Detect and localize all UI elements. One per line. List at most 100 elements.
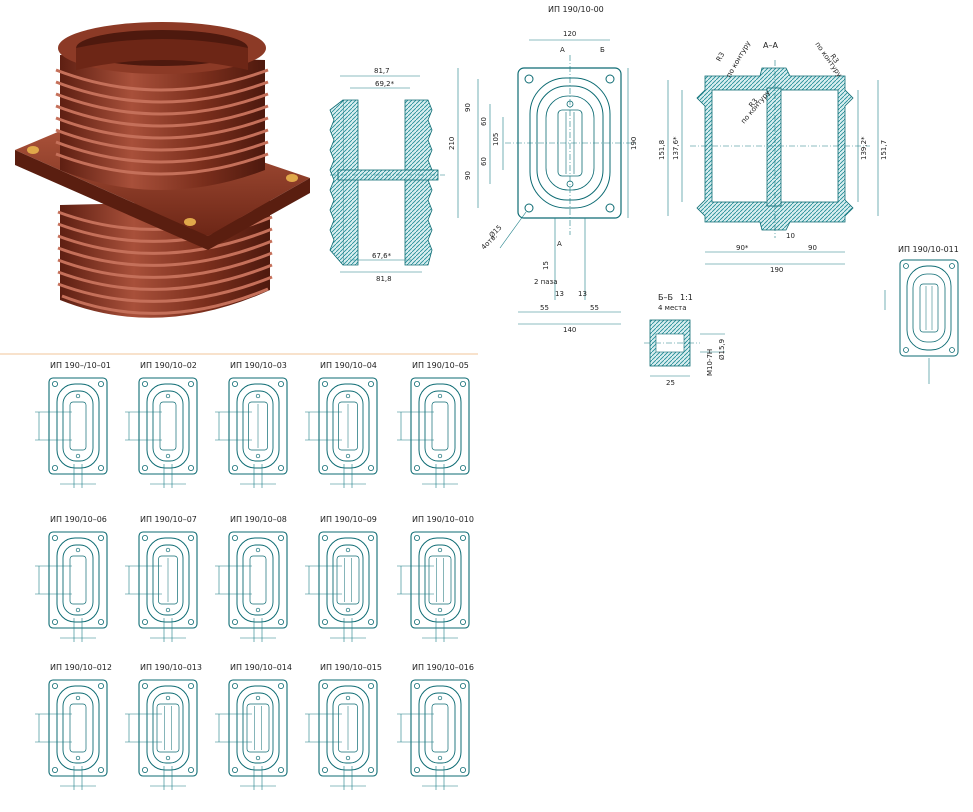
- side-section-view: 81,7 69,2* 67,6* 81,8: [329, 67, 445, 283]
- dim-label: по контуру: [725, 40, 752, 79]
- section-mark: А: [557, 240, 562, 248]
- mounting-hole-icon: [98, 464, 105, 471]
- mounting-hole-icon: [231, 767, 238, 774]
- view-title: ИП 190/10-00: [548, 5, 604, 14]
- mounting-hole-icon: [187, 767, 194, 774]
- mounting-hole-icon: [52, 380, 59, 387]
- mounting-hole-icon: [413, 380, 420, 387]
- dim-label: 90*: [736, 244, 749, 252]
- mounting-hole-icon: [141, 535, 148, 542]
- mounting-hole-icon: [187, 619, 194, 626]
- mounting-hole-icon: [367, 535, 374, 542]
- variant-drawing: ИП 190/10–09: [305, 515, 378, 642]
- dim-label: 15: [542, 261, 550, 270]
- mounting-hole-icon: [367, 380, 374, 387]
- places-label: 4 места: [658, 304, 686, 312]
- mounting-hole-icon: [141, 380, 148, 387]
- mounting-hole-icon: [413, 619, 420, 626]
- mounting-hole-icon: [98, 380, 105, 387]
- dim-label: 13: [578, 290, 587, 298]
- mounting-hole-icon: [524, 74, 534, 84]
- mounting-hole-icon: [98, 767, 105, 774]
- mounting-hole-icon: [459, 619, 466, 626]
- variant-title: ИП 190/10–012: [50, 663, 112, 672]
- variant-title: ИП 190/10–06: [50, 515, 107, 524]
- mounting-hole-icon: [413, 767, 420, 774]
- variant-drawing: ИП 190/10–010: [397, 515, 474, 642]
- upper-ribs: [55, 22, 269, 190]
- variant-title: ИП 190/10–014: [230, 663, 292, 672]
- mounting-hole-icon: [277, 767, 284, 774]
- variant-title: ИП 190/10–07: [140, 515, 197, 524]
- mounting-hole-icon: [367, 619, 374, 626]
- variant-011-view: ИП 190/10-011: [884, 245, 959, 384]
- variant-drawing: ИП 190/10–05: [397, 361, 470, 488]
- mounting-hole-icon: [52, 767, 59, 774]
- dim-label: 105: [492, 133, 500, 146]
- mounting-hole-icon: [321, 767, 328, 774]
- mounting-hole-icon: [52, 619, 59, 626]
- mounting-hole-icon: [524, 203, 534, 213]
- dim-label: 90: [464, 171, 472, 180]
- mounting-hole-icon: [459, 683, 466, 690]
- variant-title: ИП 190/10–013: [140, 663, 202, 672]
- mounting-hole-icon: [231, 464, 238, 471]
- variant-drawing: ИП 190/10–013: [125, 663, 202, 790]
- variant-drawing: ИП 190/10–07: [125, 515, 198, 642]
- mounting-hole-icon: [52, 464, 59, 471]
- dim-label: 69,2*: [375, 80, 395, 88]
- mounting-hole-icon: [321, 619, 328, 626]
- variant-drawing: ИП 190/10–012: [35, 663, 112, 790]
- dim-label: M10-7H: [706, 349, 714, 376]
- variant-title: ИП 190/10–05: [412, 361, 469, 370]
- dim-label: 120: [563, 30, 576, 38]
- dim-label: 81,7: [374, 67, 390, 75]
- variant-drawing: ИП 190–/10–01: [35, 361, 111, 488]
- mounting-hole-icon: [277, 464, 284, 471]
- variant-title: ИП 190/10–010: [412, 515, 474, 524]
- dim-label: 137,6*: [672, 136, 680, 160]
- dim-label: 90: [464, 103, 472, 112]
- mounting-hole-icon: [231, 380, 238, 387]
- dim-label: 190: [770, 266, 783, 274]
- mounting-hole-icon: [286, 174, 298, 182]
- dim-label: 139,2*: [860, 136, 868, 160]
- variant-title: ИП 190/10–02: [140, 361, 197, 370]
- mounting-hole-icon: [321, 464, 328, 471]
- product-3d-render: [15, 22, 310, 318]
- dim-label: 10: [786, 232, 795, 240]
- mounting-hole-icon: [231, 619, 238, 626]
- mounting-hole-icon: [52, 683, 59, 690]
- variant-title: ИП 190/10–015: [320, 663, 382, 672]
- mounting-hole-icon: [141, 619, 148, 626]
- dim-label: R3: [715, 51, 727, 63]
- variant-drawing: ИП 190/10–03: [215, 361, 288, 488]
- mounting-hole-icon: [141, 464, 148, 471]
- variant-drawing: ИП 190/10–02: [125, 361, 198, 488]
- dim-label: 81,8: [376, 275, 392, 283]
- variant-title: ИП 190/10–08: [230, 515, 287, 524]
- dim-label: 151,8: [658, 140, 666, 160]
- dim-label: 55: [590, 304, 599, 312]
- dim-label: 190: [630, 137, 638, 150]
- variant-drawing: ИП 190/10–015: [305, 663, 382, 790]
- mounting-hole-icon: [277, 619, 284, 626]
- variant-drawing: ИП 190/10–08: [215, 515, 288, 642]
- mounting-hole-icon: [231, 535, 238, 542]
- mounting-hole-icon: [459, 535, 466, 542]
- scale-label: 1:1: [680, 293, 693, 302]
- mounting-hole-icon: [187, 380, 194, 387]
- mounting-hole-icon: [98, 683, 105, 690]
- mounting-hole-icon: [605, 74, 615, 84]
- dim-label: 151,7: [880, 140, 888, 160]
- dim-label: 90: [808, 244, 817, 252]
- view-title: А–А: [763, 41, 778, 50]
- section-mark: Б: [600, 46, 605, 54]
- mounting-hole-icon: [321, 535, 328, 542]
- mounting-hole-icon: [98, 619, 105, 626]
- mounting-hole-icon: [277, 683, 284, 690]
- mounting-hole-icon: [277, 380, 284, 387]
- dim-label: R3: [828, 53, 840, 65]
- mounting-hole-icon: [413, 535, 420, 542]
